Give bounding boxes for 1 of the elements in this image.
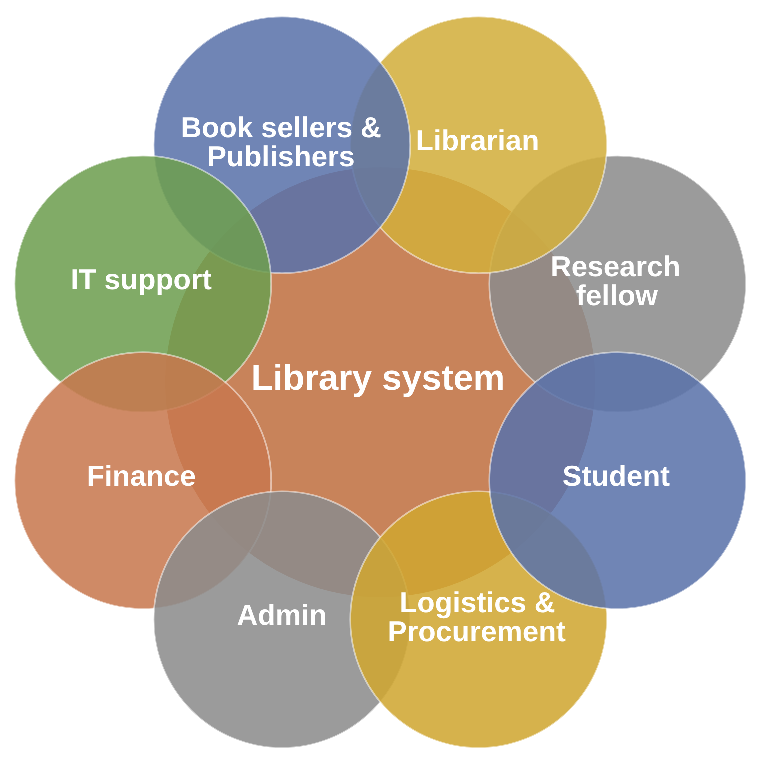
node-circle: Logistics & Procurement: [350, 490, 608, 750]
